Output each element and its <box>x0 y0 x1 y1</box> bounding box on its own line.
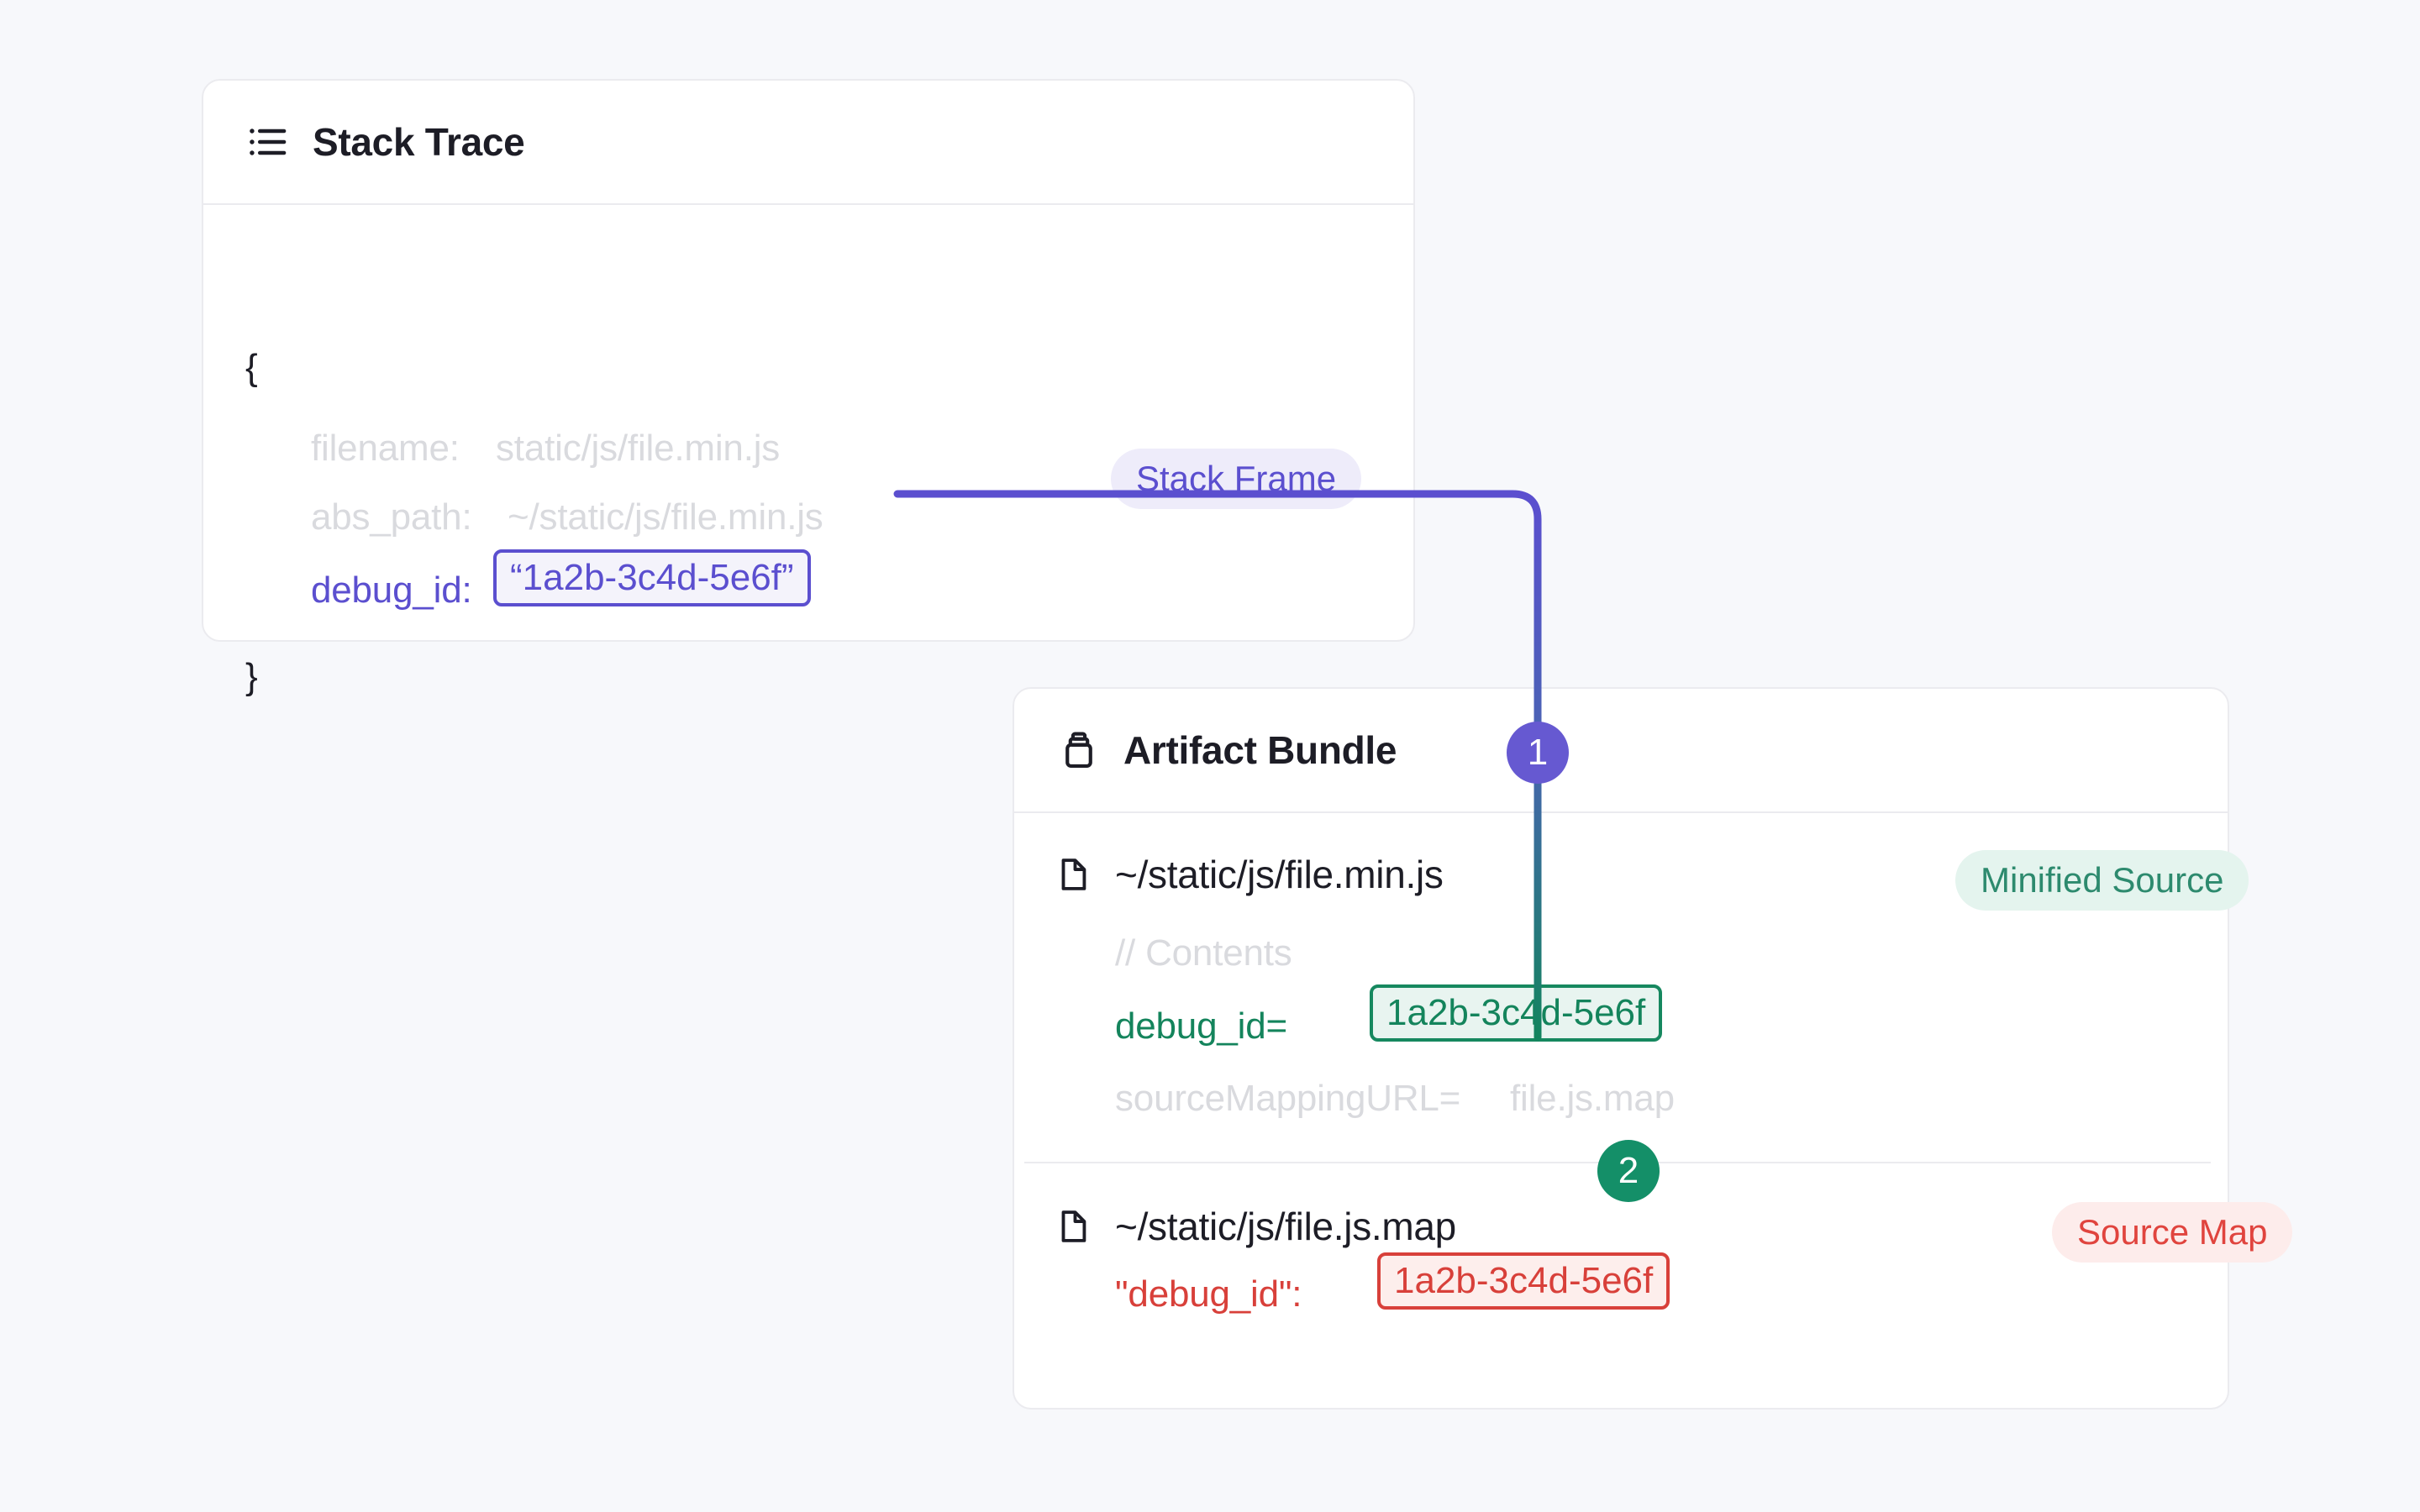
artifact-bundle-header: Artifact Bundle <box>1014 689 2228 813</box>
stack-frame-badge: Stack Frame <box>1111 449 1362 510</box>
abs-path-value: ~/static/js/file.min.js <box>508 496 823 538</box>
filename-value: static/js/file.min.js <box>496 428 781 469</box>
file-icon <box>1053 1206 1093 1247</box>
file-row-source-map[interactable]: ~/static/js/file.js.map <box>1053 1204 1456 1249</box>
abs-path-key: abs_path: <box>311 496 472 538</box>
source-map-debug-id-value[interactable]: 1a2b-3c4d-5e6f <box>1377 1252 1670 1310</box>
artifact-bundle-title: Artifact Bundle <box>1123 728 1397 772</box>
step-badge-1: 1 <box>1507 722 1569 784</box>
artifact-bundle-card: Artifact Bundle ~/static/js/file.min.js … <box>1013 687 2293 1410</box>
package-icon <box>1056 727 1102 773</box>
source-mapping-url-key: sourceMappingURL= <box>1115 1078 1461 1119</box>
stack-trace-title: Stack Trace <box>313 120 525 164</box>
minified-source-filename: ~/static/js/file.min.js <box>1115 853 1444 896</box>
close-brace: } <box>245 656 258 697</box>
open-brace: { <box>245 347 258 388</box>
list-icon <box>245 119 291 165</box>
stack-trace-debug-id-key: debug_id: <box>311 570 472 611</box>
file-icon <box>1053 854 1093 895</box>
file-row-minified-source[interactable]: ~/static/js/file.min.js <box>1053 852 1444 897</box>
source-map-badge: Source Map <box>2052 1202 2293 1263</box>
stack-trace-header: Stack Trace <box>203 81 1413 205</box>
source-map-filename: ~/static/js/file.js.map <box>1115 1205 1456 1248</box>
stack-trace-debug-id-value[interactable]: “1a2b-3c4d-5e6f” <box>493 549 811 606</box>
filename-key: filename: <box>311 428 460 469</box>
minified-source-badge: Minified Source <box>1955 850 2249 911</box>
source-mapping-url-value: file.js.map <box>1510 1078 1675 1119</box>
minified-debug-id-key: debug_id= <box>1115 1005 1287 1047</box>
minified-source-debug-id-value[interactable]: 1a2b-3c4d-5e6f <box>1370 984 1663 1042</box>
stack-trace-card: Stack Trace Stack Frame { filename: stat… <box>202 79 1415 696</box>
step-badge-2: 2 <box>1597 1140 1660 1202</box>
source-map-debug-id-key: "debug_id": <box>1115 1273 1302 1315</box>
minified-contents-comment: // Contents <box>1115 932 1292 974</box>
